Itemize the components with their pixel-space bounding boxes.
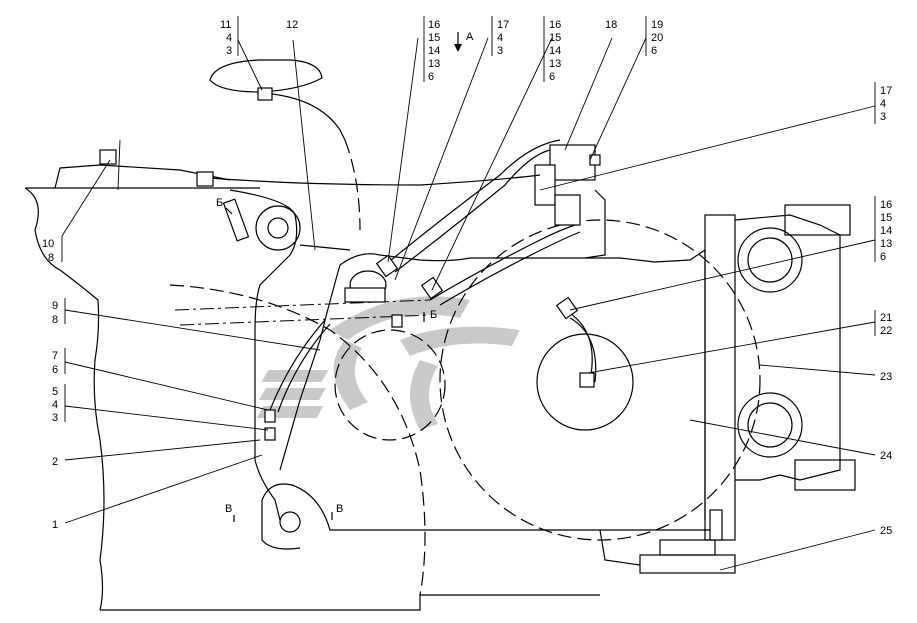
callout-label: 16 xyxy=(549,19,561,31)
callout-label: 6 xyxy=(880,251,886,263)
callout-left-5-4-3: 5 4 3 xyxy=(52,384,66,424)
callout-left-10-8: 10 8 xyxy=(42,236,63,264)
callout-label: 12 xyxy=(286,19,298,31)
callout-top-17-4-3: 17 4 3 xyxy=(491,16,509,57)
callout-right-17-4-3: 17 4 3 xyxy=(874,82,892,124)
callout-label: 3 xyxy=(880,111,886,123)
callout-right-25: 25 xyxy=(880,525,892,537)
callout-label: 17 xyxy=(880,85,892,97)
callout-right-24: 24 xyxy=(880,450,892,462)
callout-right-23: 23 xyxy=(880,371,892,383)
callout-label: 24 xyxy=(880,450,892,462)
callout-label: 6 xyxy=(428,71,434,83)
callout-label: 5 xyxy=(52,386,58,398)
callout-label: 10 xyxy=(42,238,54,250)
callout-label: 4 xyxy=(497,32,503,44)
callout-label: 15 xyxy=(880,212,892,224)
callout-label: 3 xyxy=(52,412,58,424)
callout-label: 7 xyxy=(52,350,58,362)
callout-label: 13 xyxy=(549,58,561,70)
callout-top-12: 12 xyxy=(286,19,298,31)
callout-top-18: 18 xyxy=(605,19,617,31)
callout-label: 2 xyxy=(52,456,58,468)
callout-label: 13 xyxy=(880,238,892,250)
hidden-wheels xyxy=(169,219,761,596)
centerlines xyxy=(174,299,431,326)
view-marks: A Б Б В В xyxy=(216,31,474,522)
callout-label: 8 xyxy=(48,252,54,264)
callout-label: 15 xyxy=(428,32,440,44)
frame-body xyxy=(229,189,720,566)
callout-label: 14 xyxy=(880,225,892,237)
callout-left-1: 1 xyxy=(52,519,58,531)
callout-top-16-15-14-13-6-a: 16 15 14 13 6 xyxy=(423,16,440,83)
callout-top-19-20-6: 19 20 6 xyxy=(645,16,663,57)
callout-right-21-22: 21 22 xyxy=(874,310,892,337)
callout-label: 11 xyxy=(220,19,231,31)
callout-label: 6 xyxy=(651,45,657,57)
callout-top-11-4-3: 11 4 3 xyxy=(220,16,239,57)
callout-top-16-15-14-13-6-b: 16 15 14 13 6 xyxy=(543,16,561,83)
view-arrow-a-head xyxy=(454,44,462,52)
callout-left-9-8: 9 8 xyxy=(52,298,66,326)
callout-label: 25 xyxy=(880,525,892,537)
callout-label: 6 xyxy=(549,71,555,83)
callout-label: 17 xyxy=(497,19,509,31)
valve-block xyxy=(534,144,606,259)
callout-label: 4 xyxy=(226,32,232,44)
callout-label: 19 xyxy=(651,19,663,31)
callout-label: 1 xyxy=(52,519,58,531)
leader-lines xyxy=(61,37,876,571)
callout-label: 14 xyxy=(549,45,561,57)
view-label-b-left: Б xyxy=(216,197,223,209)
callout-label: 9 xyxy=(52,300,58,312)
fittings xyxy=(99,149,595,441)
flange-circle xyxy=(536,333,634,431)
view-label-v-left: В xyxy=(225,503,232,515)
callout-label: 14 xyxy=(428,45,440,57)
callout-label: 18 xyxy=(605,19,617,31)
view-arrow-b-left xyxy=(225,207,233,215)
view-label-b-center: Б xyxy=(430,309,437,321)
callout-label: 6 xyxy=(52,364,58,376)
callout-label: 21 xyxy=(880,312,892,324)
callout-label: 8 xyxy=(52,314,58,326)
callout-label: 20 xyxy=(651,32,663,44)
right-housing xyxy=(639,204,856,574)
callout-label: 15 xyxy=(549,32,561,44)
callout-label: 4 xyxy=(52,399,58,411)
callout-label: 16 xyxy=(428,19,440,31)
callout-label: 3 xyxy=(497,45,503,57)
view-label-v-right: В xyxy=(336,503,343,515)
top-cover xyxy=(209,59,361,231)
callout-label: 3 xyxy=(226,45,232,57)
callout-label: 13 xyxy=(428,58,440,70)
callout-left-7-6: 7 6 xyxy=(52,348,66,376)
callout-right-16-15-14-13-6: 16 15 14 13 6 xyxy=(874,196,892,263)
callout-label: 23 xyxy=(880,371,892,383)
callout-left-2: 2 xyxy=(52,456,58,468)
callout-label: 16 xyxy=(880,199,892,211)
callout-label: 4 xyxy=(880,98,886,110)
view-label-a: A xyxy=(466,31,474,43)
callout-label: 22 xyxy=(880,325,892,337)
